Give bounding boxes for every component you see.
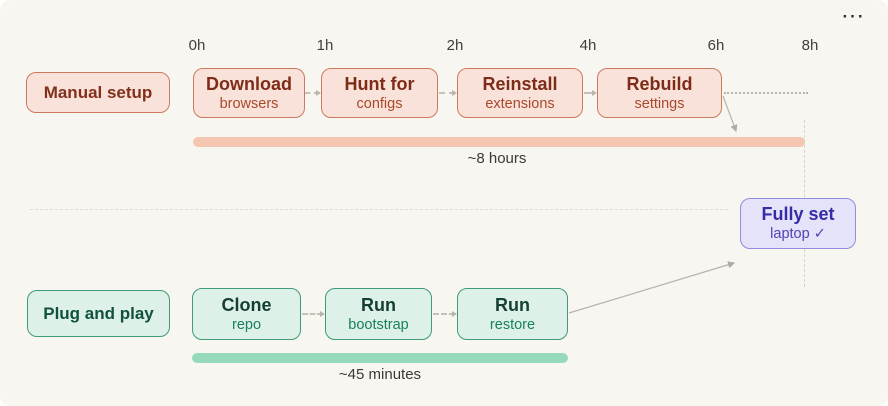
plug-step-run-restore: Run restore xyxy=(457,288,568,340)
arrow-rebuild-to-bar xyxy=(722,95,738,133)
timeline-tick-4h: 4h xyxy=(579,37,597,54)
manual-duration-label: ~8 hours xyxy=(467,150,527,167)
manual-duration-bar xyxy=(193,137,805,147)
timeline-tick-1h: 1h xyxy=(316,37,334,54)
manual-step-hunt-for-configs: Hunt for configs xyxy=(321,68,438,118)
manual-step-rebuild-settings: Rebuild settings xyxy=(597,68,722,118)
plug-step-clone-repo: Clone repo xyxy=(192,288,301,340)
timeline-tick-8h: 8h xyxy=(801,37,819,54)
timeline-tick-6h: 6h xyxy=(707,37,725,54)
timeline-tick-0h: 0h xyxy=(188,37,206,54)
step-title: Reinstall xyxy=(482,73,558,94)
step-title: Run xyxy=(495,294,530,315)
plug-duration-bar xyxy=(192,353,568,363)
timeline-tick-2h: 2h xyxy=(446,37,464,54)
manual-step-download-browsers: Download browsers xyxy=(193,68,305,118)
plug-duration-label: ~45 minutes xyxy=(338,366,422,383)
step-subtitle: bootstrap xyxy=(348,316,409,333)
result-fully-set-laptop: Fully set laptop ✓ xyxy=(740,198,856,249)
plug-step-run-bootstrap: Run bootstrap xyxy=(325,288,432,340)
step-subtitle: browsers xyxy=(219,95,279,112)
arrow-restore-to-result xyxy=(568,261,736,314)
step-subtitle: configs xyxy=(356,95,403,112)
plug-and-play-row-label: Plug and play xyxy=(27,290,170,337)
connector-arrow xyxy=(305,90,321,96)
result-subtitle: laptop ✓ xyxy=(770,226,826,242)
result-title: Fully set xyxy=(761,204,835,225)
plug-and-play-label-text: Plug and play xyxy=(43,303,154,323)
manual-setup-row-label: Manual setup xyxy=(26,72,170,113)
step-title: Rebuild xyxy=(626,73,693,94)
step-title: Clone xyxy=(221,294,272,315)
connector-arrow xyxy=(302,311,325,317)
horizontal-dashed-divider xyxy=(30,209,728,210)
connector-arrow xyxy=(439,90,457,96)
step-title: Download xyxy=(206,73,292,94)
step-subtitle: extensions xyxy=(485,95,555,112)
manual-setup-label-text: Manual setup xyxy=(43,82,153,102)
connector-arrow xyxy=(433,311,457,317)
manual-step-reinstall-extensions: Reinstall extensions xyxy=(457,68,583,118)
dotted-extension-line xyxy=(724,92,808,94)
step-subtitle: repo xyxy=(231,316,262,333)
connector-arrow xyxy=(584,90,597,96)
step-subtitle: restore xyxy=(489,316,536,333)
step-title: Hunt for xyxy=(344,73,415,94)
more-options-icon[interactable]: ··· xyxy=(842,7,866,26)
step-subtitle: settings xyxy=(634,95,685,112)
step-title: Run xyxy=(361,294,396,315)
